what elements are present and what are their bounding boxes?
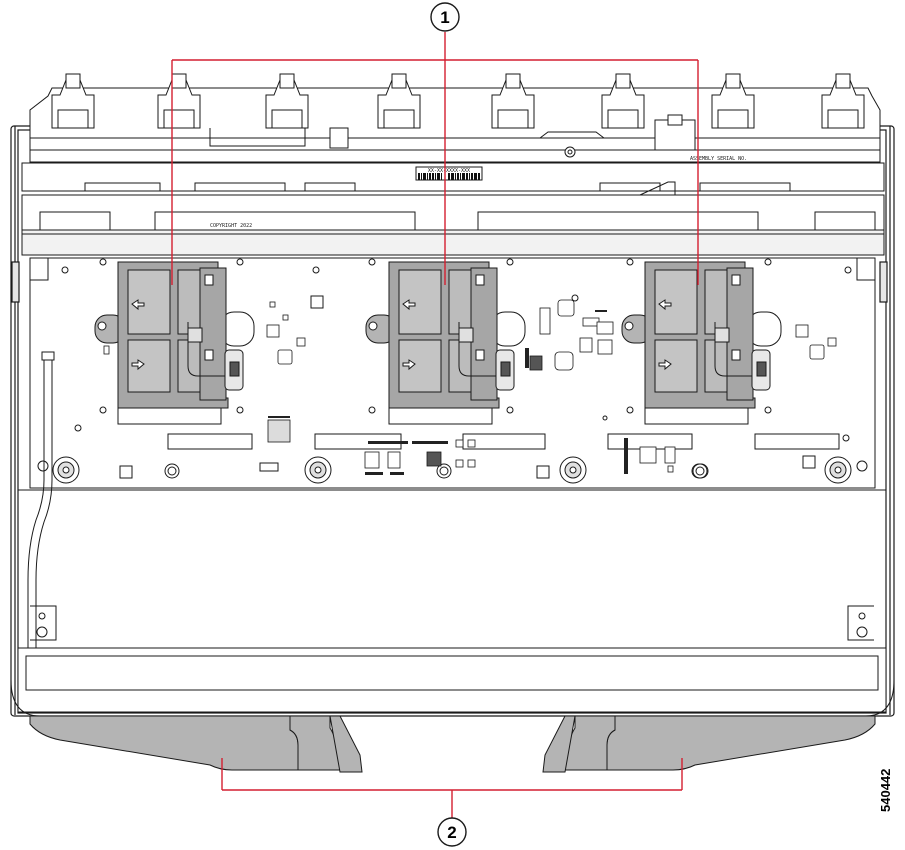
figure-id: 540442 xyxy=(878,768,893,812)
callout-2-lines xyxy=(221,758,683,818)
connector-pins xyxy=(51,73,865,151)
board-components xyxy=(103,299,837,473)
callout-1-marker: 1 xyxy=(430,2,460,32)
screw-boss-right xyxy=(824,456,868,484)
serial-label-text: XX-XX-XXXX-XXX xyxy=(428,168,470,174)
barcode xyxy=(418,173,480,180)
callout-2-marker: 2 xyxy=(437,817,467,847)
lower-section xyxy=(10,489,895,717)
ejector-handle-right xyxy=(542,715,876,773)
crossbar: COPYRIGHT 2022 xyxy=(21,194,885,256)
callout-2-number: 2 xyxy=(447,823,456,842)
fan-module-center xyxy=(365,261,526,425)
fan-module-left xyxy=(94,261,255,425)
pin-rows xyxy=(268,310,628,475)
callout-1-number: 1 xyxy=(440,8,449,27)
callout-1-lines xyxy=(171,32,699,285)
corner-label-text: ASSEMBLY SERIAL NO. xyxy=(690,156,747,162)
screw-boss-center-right xyxy=(559,456,587,484)
label-strip: XX-XX-XXXX-XXX ASSEMBLY SERIAL NO. xyxy=(21,156,885,196)
board-copyright-text: COPYRIGHT 2022 xyxy=(210,223,252,229)
screw-boss-center-left xyxy=(304,456,332,484)
screw-boss-left xyxy=(37,456,80,484)
cable xyxy=(27,351,55,660)
fan-module-right xyxy=(621,261,782,425)
ejector-handle-left xyxy=(29,715,363,773)
